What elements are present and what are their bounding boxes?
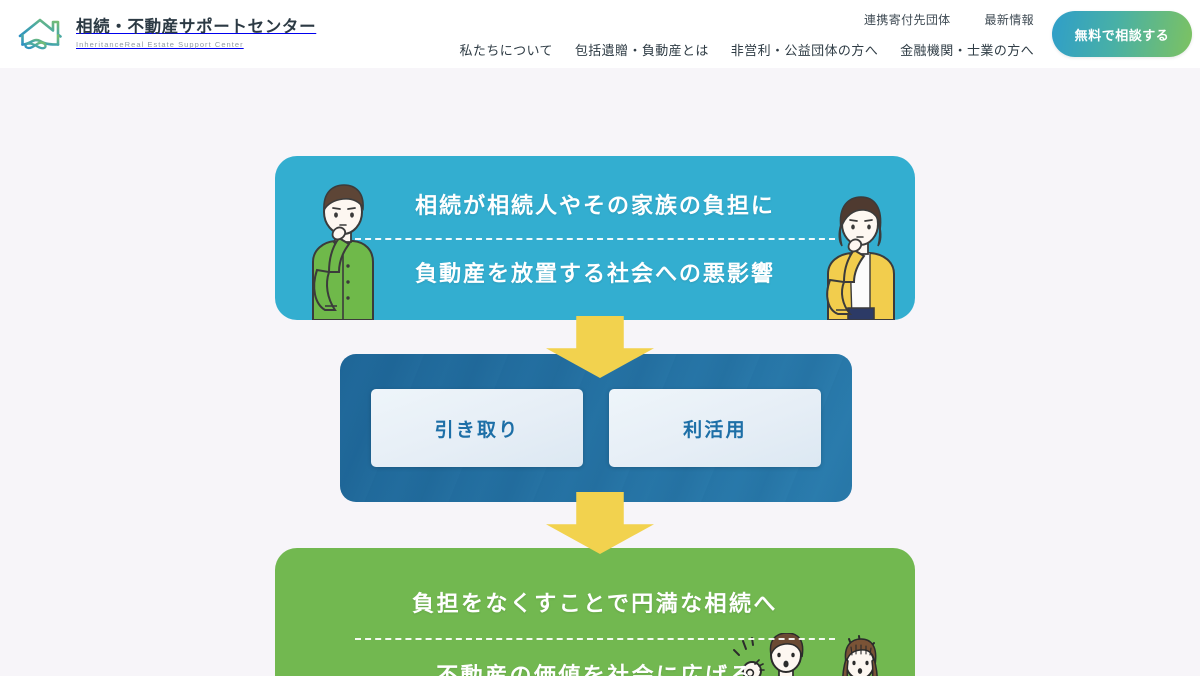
outcome-divider xyxy=(355,638,835,640)
house-infinity-logo-icon xyxy=(16,13,66,53)
main-nav-row: 私たちについて 包括遺贈・負動産とは 非営利・公益団体の方へ 金融機関・士業の方… xyxy=(460,40,1200,59)
thinking-woman-yellow-sweater-illustration xyxy=(812,194,908,320)
outcome-box: 負担をなくすことで円満な相続へ 不動産の価値を社会に広げる xyxy=(275,548,915,676)
problem-divider xyxy=(355,238,835,240)
header-navigation: 連携寄付先団体 最新情報 私たちについて 包括遺贈・負動産とは 非営利・公益団体… xyxy=(460,0,1200,59)
brand-subtitle: InheritanceReal Estate Support Center xyxy=(76,40,244,50)
down-arrow-icon xyxy=(546,492,654,554)
nav-link-for-financial-institutions[interactable]: 金融機関・士業の方へ xyxy=(900,43,1034,58)
arrow-problem-to-services xyxy=(546,316,654,378)
arrow-services-to-outcome xyxy=(546,492,654,554)
nav-link-about-bequest[interactable]: 包括遺贈・負動産とは xyxy=(574,43,709,58)
service-card-utilization-label: 利活用 xyxy=(683,419,747,441)
problem-box-content: 相続が相続人やその家族の負担に 負動産を放置する社会への悪影響 xyxy=(275,156,915,320)
nav-link-partner-organizations[interactable]: 連携寄付先団体 xyxy=(864,13,951,27)
free-consultation-button[interactable]: 無料で相談する xyxy=(1052,11,1192,57)
brand-title: 相続・不動産サポートセンター xyxy=(76,17,317,36)
service-card-utilization[interactable]: 利活用 xyxy=(609,389,821,467)
nav-link-latest-news[interactable]: 最新情報 xyxy=(984,13,1034,27)
problem-box: 相続が相続人やその家族の負担に 負動産を放置する社会への悪影響 xyxy=(275,156,915,320)
site-header: 相続・不動産サポートセンター InheritanceReal Estate Su… xyxy=(0,0,1200,68)
problem-headline-1: 相続が相続人やその家族の負担に xyxy=(415,193,775,218)
nav-link-about-us[interactable]: 私たちについて xyxy=(459,43,553,58)
outcome-headline-2: 不動産の価値を社会に広げる xyxy=(436,663,754,676)
outcome-box-content: 負担をなくすことで円満な相続へ 不動産の価値を社会に広げる xyxy=(275,548,915,676)
brand-logo-link[interactable]: 相続・不動産サポートセンター InheritanceReal Estate Su… xyxy=(0,0,316,53)
problem-headline-2: 負動産を放置する社会への悪影響 xyxy=(415,261,775,286)
down-arrow-icon xyxy=(546,316,654,378)
outcome-headline-1: 負担をなくすことで円満な相続へ xyxy=(412,591,778,616)
top-nav-row: 連携寄付先団体 最新情報 xyxy=(864,11,1200,28)
flow-diagram: 相続が相続人やその家族の負担に 負動産を放置する社会への悪影響 xyxy=(0,68,1200,676)
nav-link-for-nonprofits[interactable]: 非営利・公益団体の方へ xyxy=(730,43,879,58)
services-box: 引き取り 利活用 xyxy=(340,354,852,502)
service-card-takeover-label: 引き取り xyxy=(434,419,520,441)
service-card-takeover[interactable]: 引き取り xyxy=(371,389,583,467)
thinking-man-green-shirt-illustration xyxy=(295,180,387,320)
